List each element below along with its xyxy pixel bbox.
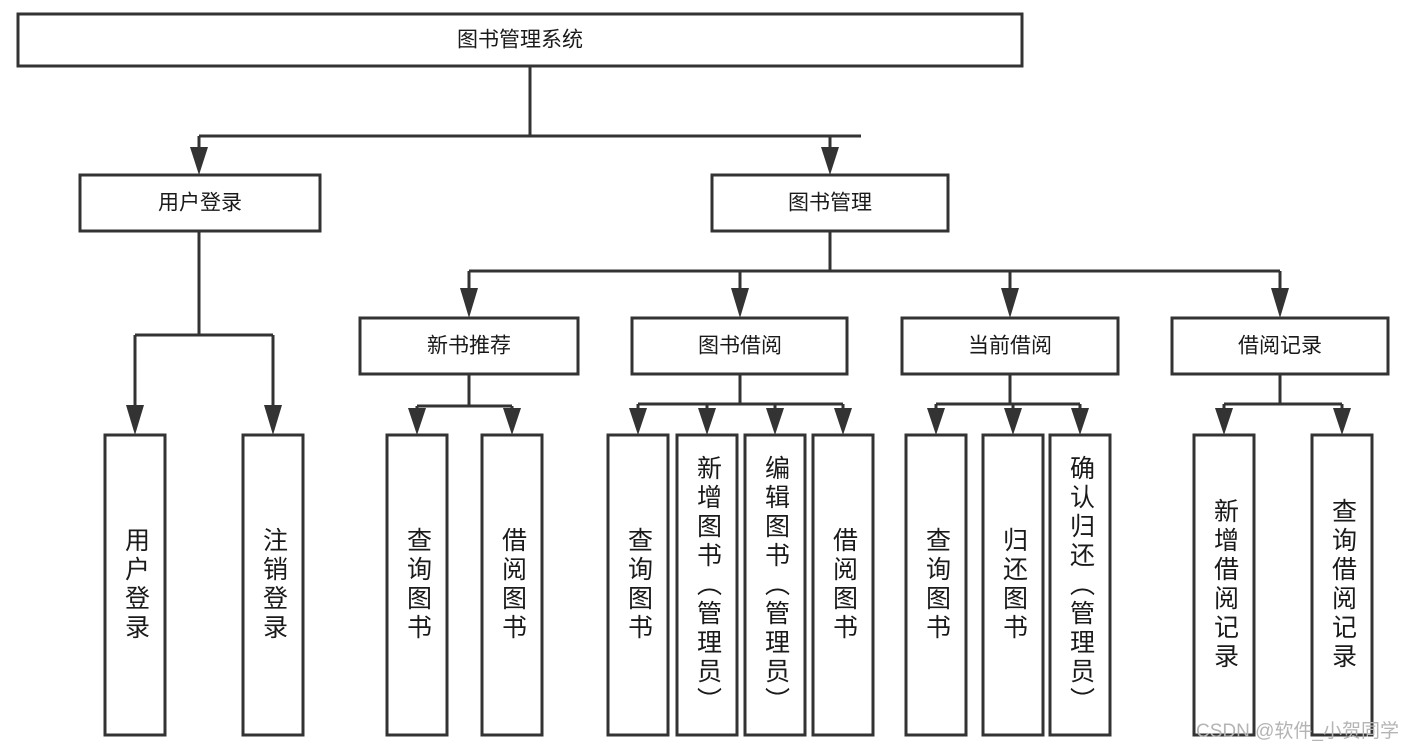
node-leaf-add-book-label: 新增图书（管理员）	[693, 454, 722, 716]
arrow-leaf-borrow-book-1-icon	[503, 408, 521, 435]
node-leaf-logout-box[interactable]	[241, 433, 305, 737]
node-current-borrow-label: 当前借阅	[968, 335, 1052, 358]
node-leaf-borrow-book-2-box[interactable]	[811, 433, 875, 737]
node-book-manage-box[interactable]	[710, 173, 950, 233]
arrow-to-book-manage-icon	[821, 147, 839, 175]
node-borrow-record[interactable]: 借阅记录	[1170, 316, 1390, 376]
node-leaf-add-borrow-record-box[interactable]	[1192, 433, 1256, 737]
node-root-box[interactable]	[16, 12, 1024, 68]
arrow-leaf-query-book-2-icon	[629, 408, 647, 435]
node-new-book-recommend-box[interactable]	[358, 316, 580, 376]
node-leaf-query-book-1-box[interactable]	[385, 433, 449, 737]
node-borrow-record-box[interactable]	[1170, 316, 1390, 376]
node-leaf-logout-label: 注销登录	[259, 527, 288, 643]
node-leaf-edit-book-box[interactable]	[743, 433, 807, 737]
node-leaf-query-book-3-box[interactable]	[904, 433, 968, 737]
node-leaf-borrow-book-1-label: 借阅图书	[498, 527, 527, 643]
arrow-to-user-login-icon	[190, 147, 208, 175]
connector-current-borrow-to-leaves	[927, 374, 1089, 435]
node-leaf-edit-book-label: 编辑图书（管理员）	[761, 454, 790, 716]
node-leaf-query-borrow-record-label: 查询借阅记录	[1328, 498, 1357, 672]
connector-new-book-recommend-to-leaves	[408, 374, 521, 435]
node-user-login-label: 用户登录	[158, 192, 242, 215]
arrow-leaf-add-borrow-record-icon	[1215, 408, 1233, 435]
arrow-leaf-edit-book-icon	[766, 408, 784, 435]
node-user-login-box[interactable]	[78, 173, 322, 233]
arrow-leaf-query-book-3-icon	[927, 408, 945, 435]
node-current-borrow-box[interactable]	[900, 316, 1120, 376]
node-leaf-user-login-label: 用户登录	[121, 527, 150, 643]
node-current-borrow[interactable]: 当前借阅	[900, 316, 1120, 376]
node-leaf-user-login-box[interactable]	[103, 433, 167, 737]
arrow-to-book-borrow-icon	[731, 288, 749, 318]
leaf-boxes	[103, 433, 1374, 737]
connector-borrow-record-to-leaves	[1215, 374, 1351, 435]
connector-book-borrow-to-leaves	[629, 374, 852, 435]
node-leaf-add-book-box[interactable]	[675, 433, 739, 737]
node-borrow-record-label: 借阅记录	[1238, 335, 1322, 358]
arrow-leaf-logout-icon	[264, 405, 282, 435]
arrow-leaf-query-borrow-record-icon	[1333, 408, 1351, 435]
node-root-label: 图书管理系统	[457, 29, 583, 52]
arrow-leaf-user-login-icon	[126, 405, 144, 435]
node-leaf-borrow-book-2-label: 借阅图书	[829, 527, 858, 643]
connector-book-manage-to-level3	[460, 231, 1289, 318]
node-book-borrow-label: 图书借阅	[698, 335, 782, 358]
node-new-book-recommend[interactable]: 新书推荐	[358, 316, 580, 376]
arrow-leaf-confirm-return-icon	[1071, 408, 1089, 435]
node-new-book-recommend-label: 新书推荐	[427, 335, 511, 358]
node-book-manage[interactable]: 图书管理	[710, 173, 950, 233]
node-leaf-confirm-return-label: 确认归还（管理员）	[1066, 454, 1095, 716]
arrow-to-current-borrow-icon	[1001, 288, 1019, 318]
node-user-login[interactable]: 用户登录	[78, 173, 322, 233]
arrow-leaf-borrow-book-2-icon	[834, 408, 852, 435]
node-book-borrow-box[interactable]	[630, 316, 849, 376]
node-leaf-return-book-box[interactable]	[981, 433, 1045, 737]
connector-user-login-to-leaves	[126, 231, 282, 435]
arrow-leaf-add-book-icon	[698, 408, 716, 435]
node-leaf-query-book-2-label: 查询图书	[624, 527, 653, 643]
node-leaf-borrow-book-1-box[interactable]	[480, 433, 544, 737]
connector-root-to-level2	[190, 66, 861, 175]
node-book-borrow[interactable]: 图书借阅	[630, 316, 849, 376]
node-leaf-confirm-return-box[interactable]	[1048, 433, 1112, 737]
node-leaf-query-borrow-record-box[interactable]	[1310, 433, 1374, 737]
node-leaf-query-book-3-label: 查询图书	[922, 527, 951, 643]
arrow-to-borrow-record-icon	[1271, 288, 1289, 318]
arrow-to-new-book-recommend-icon	[460, 288, 478, 318]
node-leaf-query-book-2-box[interactable]	[606, 433, 670, 737]
node-leaf-query-book-1-label: 查询图书	[403, 527, 432, 643]
arrow-leaf-query-book-1-icon	[408, 408, 426, 435]
node-leaf-add-borrow-record-label: 新增借阅记录	[1210, 498, 1239, 672]
arrow-leaf-return-book-icon	[1004, 408, 1022, 435]
node-leaf-return-book-label: 归还图书	[999, 527, 1028, 643]
node-book-manage-label: 图书管理	[788, 192, 872, 215]
node-root[interactable]: 图书管理系统	[16, 12, 1024, 68]
